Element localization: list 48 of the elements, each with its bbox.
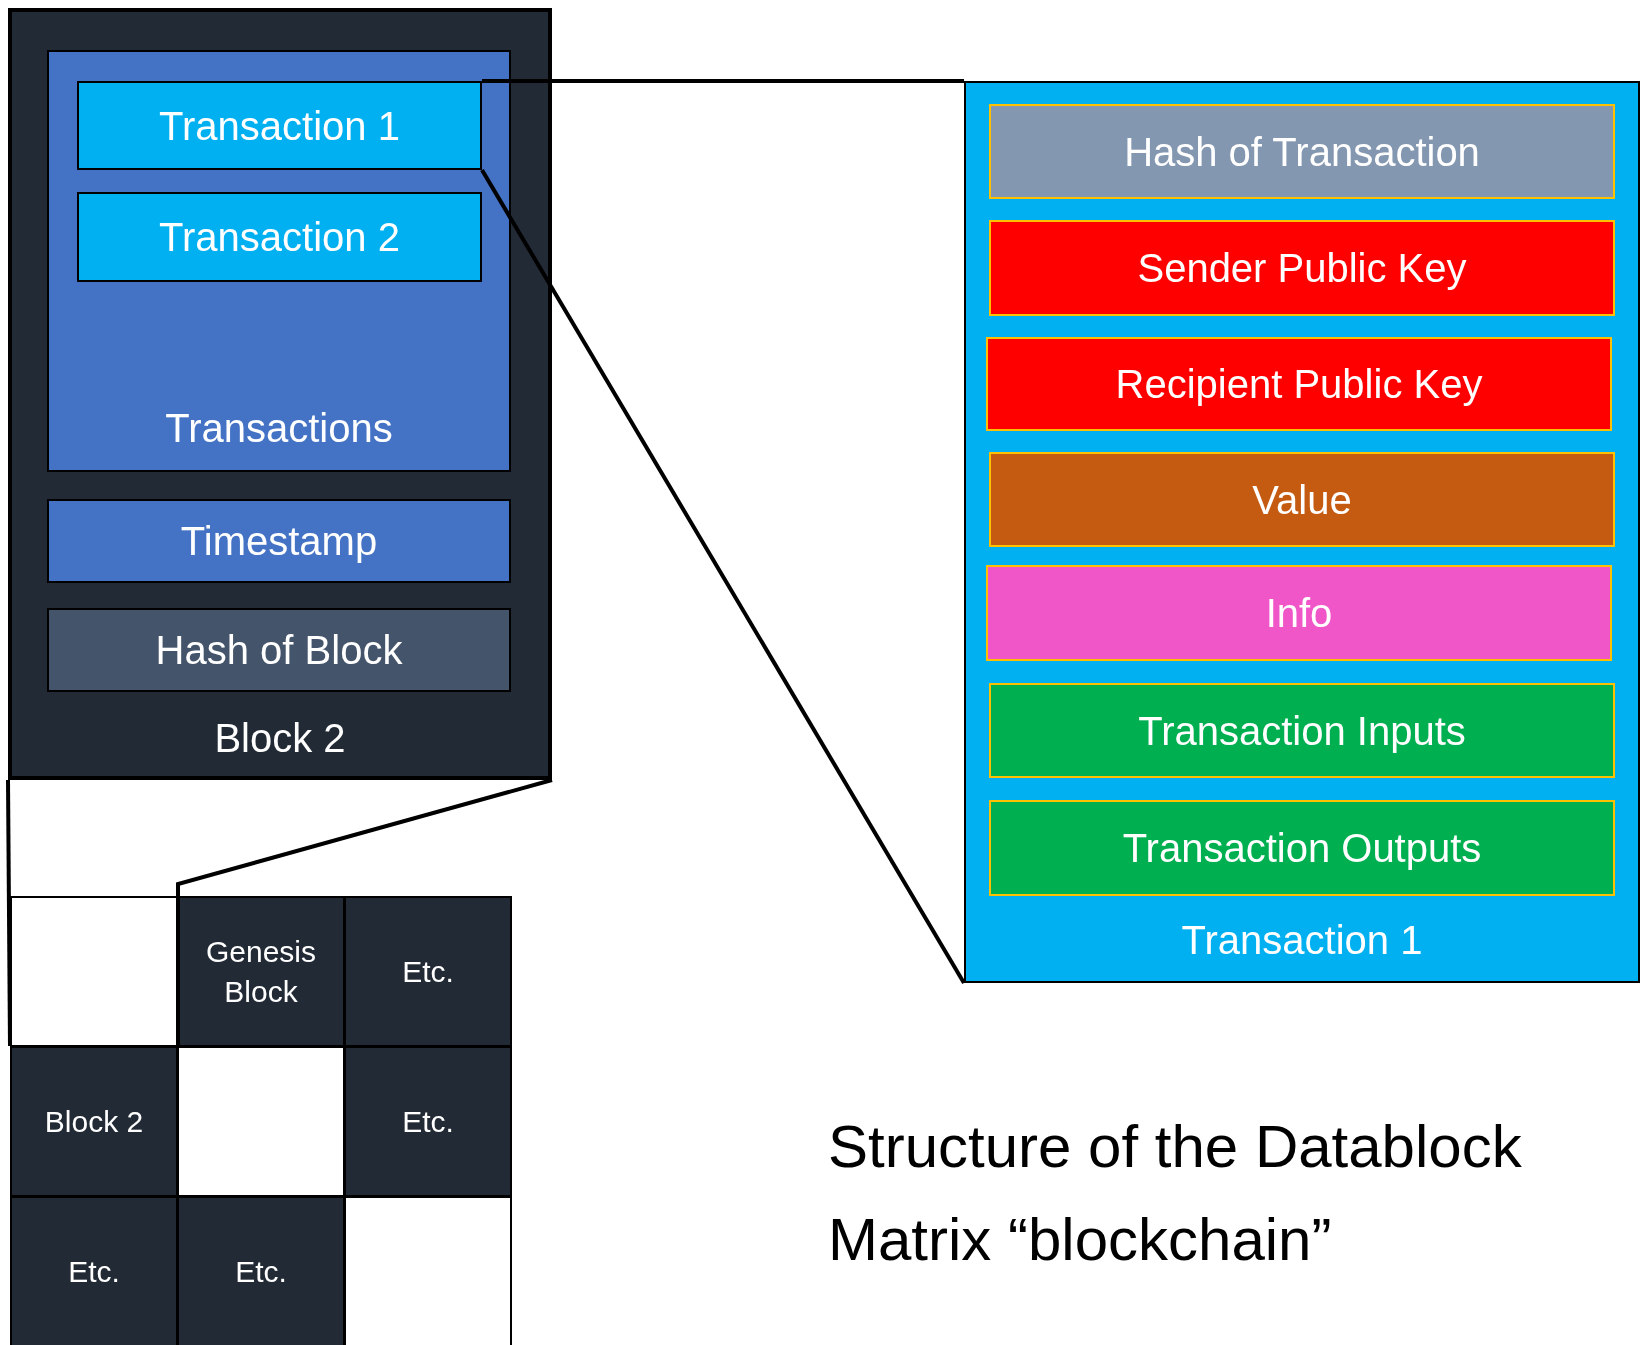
node-label: Recipient Public Key [1115,361,1483,407]
node-label: Genesis Block [204,933,318,1010]
node-label: Info [1265,590,1333,636]
field-box [989,104,1615,199]
field-box [986,337,1612,431]
matrix-cell [177,1196,345,1345]
matrix-cell [344,1046,512,1197]
field-box [989,683,1615,778]
node-label: Hash of Block [155,627,403,673]
transactions-box [47,50,511,472]
node-label: Transactions [165,405,393,451]
field-box [989,800,1615,896]
matrix-cell [10,896,178,1047]
zoom-line [176,778,553,1046]
transaction-box [77,192,482,282]
node-label: Sender Public Key [1137,245,1467,291]
node-label: Etc. [402,954,454,989]
matrix-cell [177,1046,345,1197]
matrix-cell [344,1196,512,1345]
node-label: Etc. [235,1255,287,1289]
zoom-line [6,780,12,1046]
node-label: Etc. [68,1255,120,1289]
node-label: Etc. [402,1104,454,1139]
matrix-cell [177,896,345,1047]
node-label: Transaction 1 [1181,917,1423,963]
transaction-panel [964,81,1640,983]
field-box [47,608,511,692]
node-label: Timestamp [180,518,378,564]
node-label: Block 2 [214,715,346,761]
field-box [989,220,1615,316]
block-panel [8,8,552,780]
node-label: Transaction 1 [159,103,400,148]
node-label: Block 2 [44,1104,144,1139]
node-label: Hash of Transaction [1124,129,1480,174]
diagram-title: Structure of the Datablock Matrix “blockchain” [828,1112,1523,1275]
matrix-cell [10,1046,178,1197]
node-label: Transaction Outputs [1122,825,1482,871]
field-box [989,452,1615,547]
node-label: Value [1252,477,1352,522]
field-box [47,499,511,583]
node-label: Transaction 2 [159,214,400,260]
node-label: Transaction Inputs [1138,708,1466,753]
matrix-cell [10,1196,178,1345]
matrix-cell [344,896,512,1047]
zoom-line [482,79,964,83]
zoom-line [480,169,966,984]
field-box [986,565,1612,661]
transaction-box [77,81,482,170]
